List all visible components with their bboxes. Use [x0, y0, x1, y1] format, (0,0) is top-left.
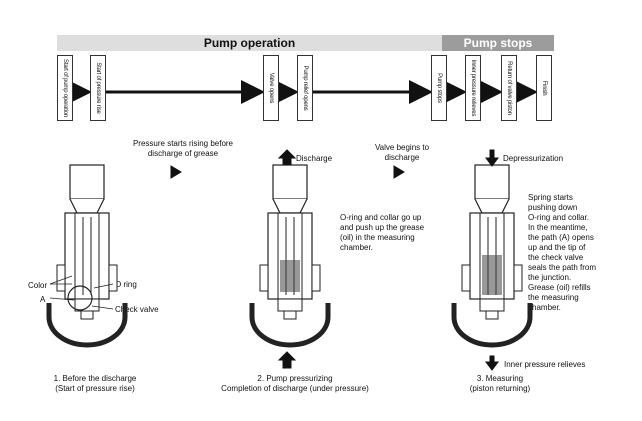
label-color: Color	[28, 281, 48, 290]
step-finish: Finish	[536, 55, 552, 121]
valve-drawing-2	[252, 165, 328, 345]
step-start-pump: Start of pump operation	[57, 55, 73, 121]
label-check-valve: Check valve	[115, 305, 159, 314]
label-o-ring: O ring	[115, 280, 137, 289]
arrow-up-discharge	[277, 149, 297, 166]
triangle-right-2	[393, 165, 405, 179]
arrow-up-pressure	[277, 351, 297, 369]
step-inner-pressure: Inner pressure relieves	[465, 55, 481, 121]
caption-3: 3. Measuring(piston returning)	[469, 374, 531, 393]
step-valve-opens: Valve opens	[263, 55, 279, 121]
step-pump-relief: Pump relief opens	[297, 55, 313, 121]
label-depressurization: Depressurization	[503, 154, 564, 163]
step-return-valve: Return of valve piston	[501, 55, 517, 121]
phase-pump-stops: Pump stops	[442, 35, 554, 51]
arrow-down-relieve	[485, 355, 499, 371]
label-inner-relieves: Inner pressure relieves	[504, 360, 586, 369]
label-discharge: Discharge	[296, 154, 333, 163]
step-pump-stops: Pump stops	[431, 55, 447, 121]
triangle-right-1	[170, 165, 182, 179]
phase-pump-operation: Pump operation	[57, 35, 442, 51]
label-a: A	[40, 295, 46, 304]
valve-drawing-1	[49, 165, 125, 345]
step-pressure-rise: Start of pressure rise	[90, 55, 106, 121]
caption-1: 1. Before the discharge(Start of pressur…	[53, 374, 137, 393]
arrow-down-depress	[485, 149, 499, 167]
